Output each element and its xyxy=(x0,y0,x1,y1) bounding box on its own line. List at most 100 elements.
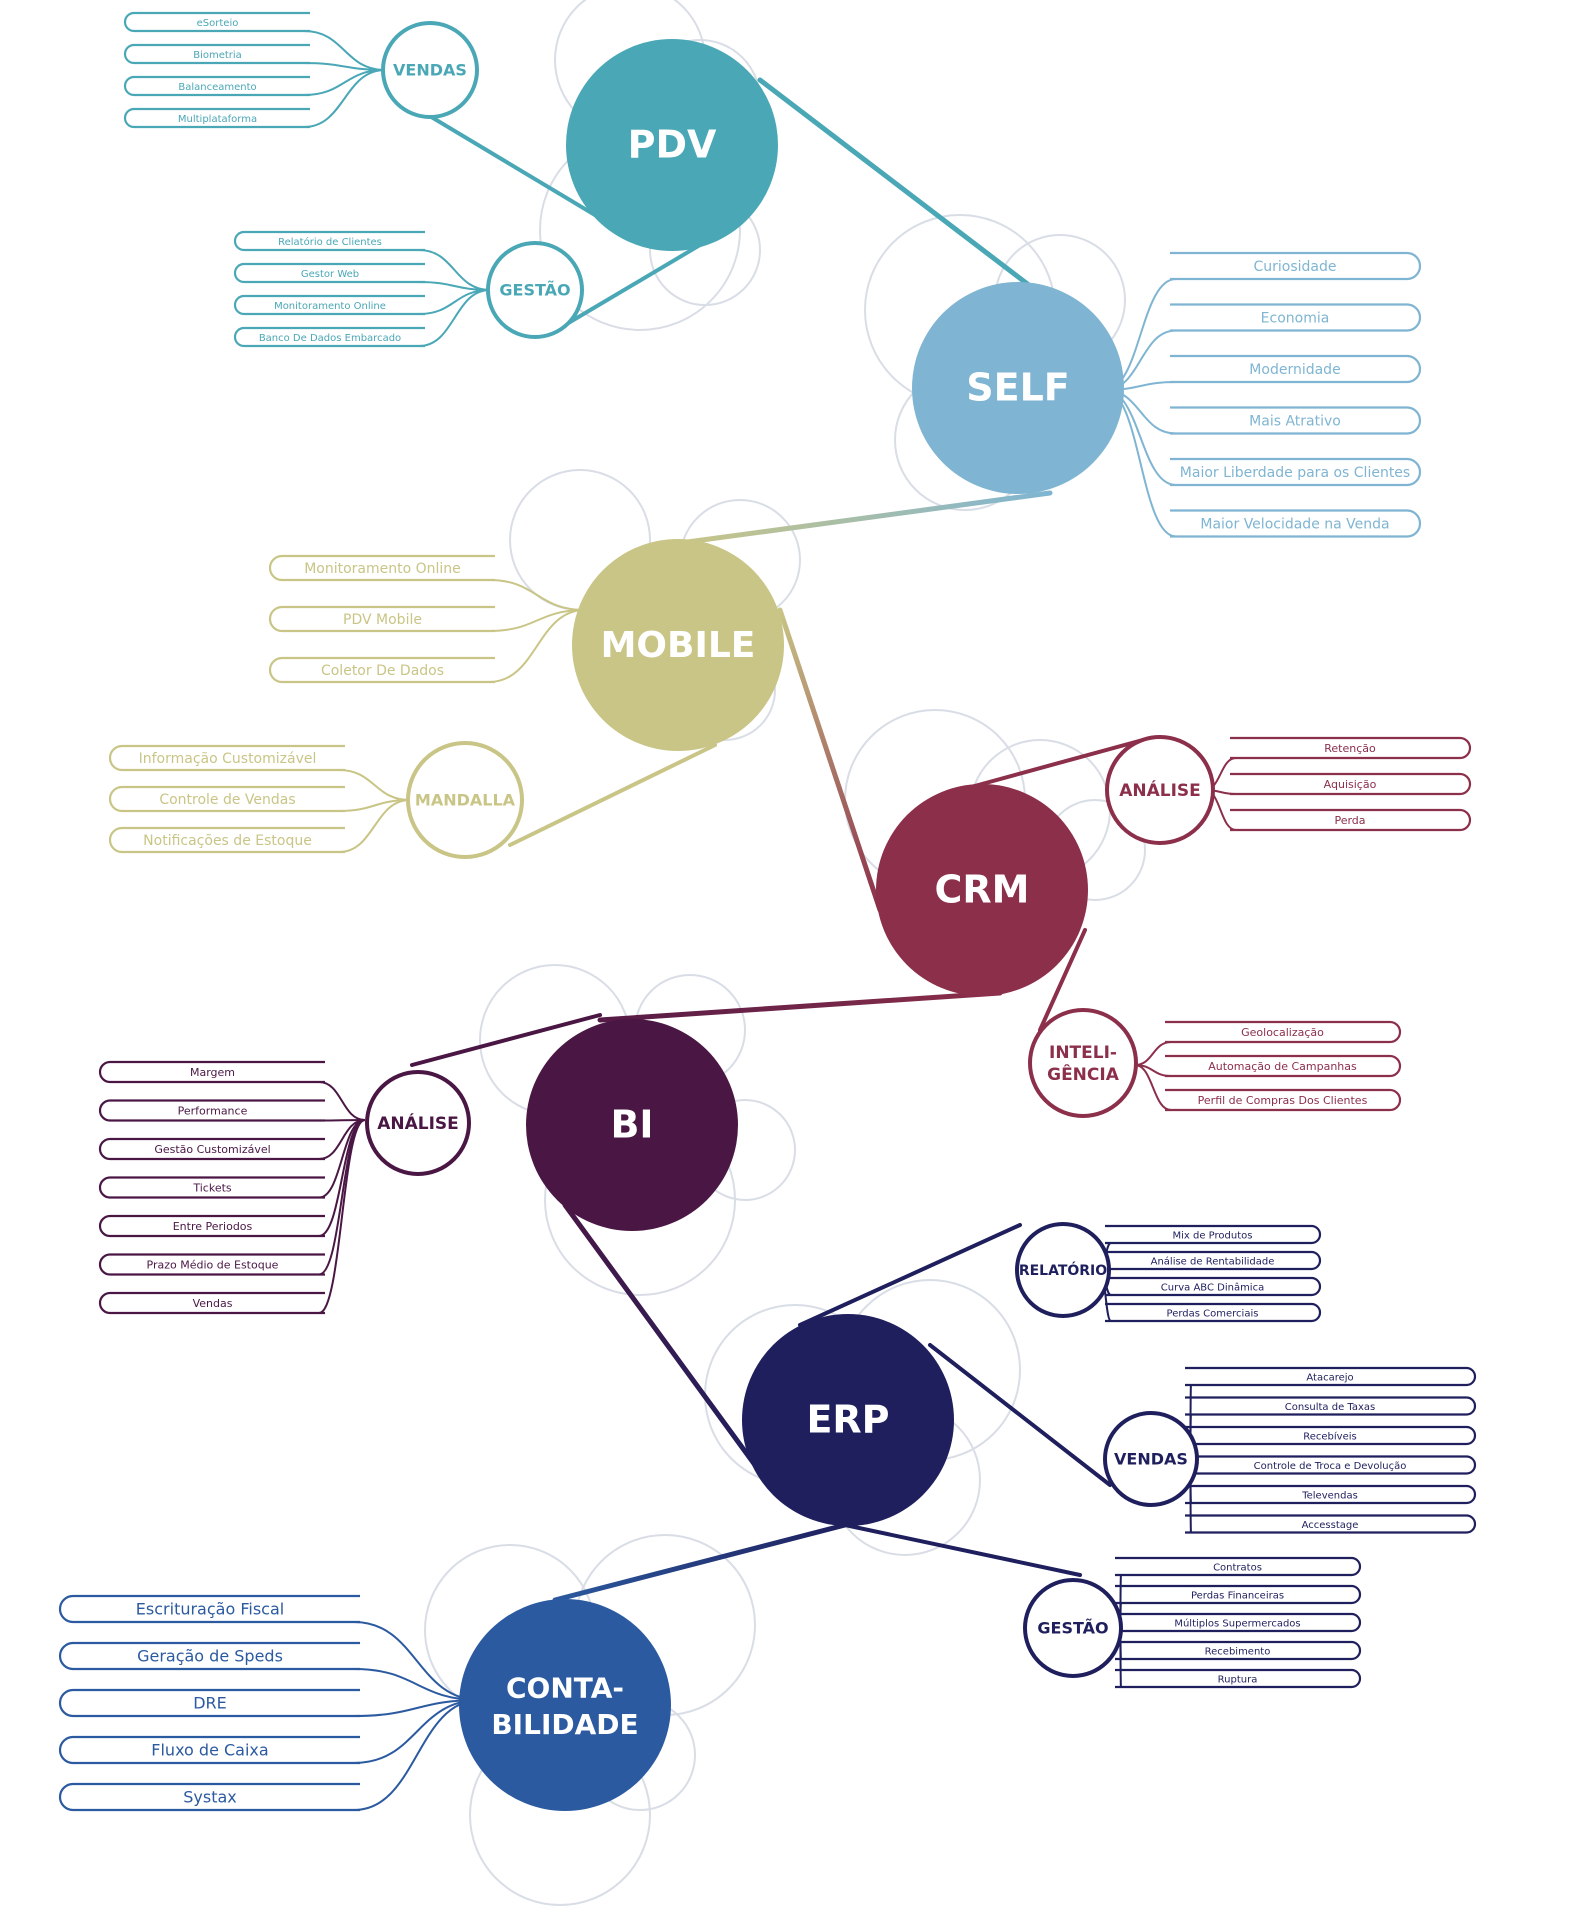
crm-analise-node-label: ANÁLISE xyxy=(1119,779,1201,801)
leaf-label: Fluxo de Caixa xyxy=(151,1741,268,1760)
self-node: SELF xyxy=(912,282,1124,494)
leaf-item: Monitoramento Online xyxy=(268,554,586,611)
leaf-label: Múltiplos Supermercados xyxy=(1174,1618,1300,1630)
leaf-pill xyxy=(58,1782,360,1812)
leaf-pill xyxy=(98,1176,325,1199)
leaf-label: Coletor De Dados xyxy=(321,663,444,679)
leaf-pill xyxy=(1170,354,1422,384)
leaf-pill xyxy=(1105,1276,1322,1297)
leaf-label: Mix de Produtos xyxy=(1173,1231,1253,1242)
leaf-item: Gestão Customizável xyxy=(98,1119,366,1161)
connector-pdv-self xyxy=(757,77,1058,308)
leaf-item: Multiplataforma xyxy=(123,69,386,129)
connector-erp-conta xyxy=(552,1522,848,1603)
leaf-label: Televendas xyxy=(1301,1491,1358,1502)
leaf-item: Biometria xyxy=(123,43,386,71)
leaf-label: Modernidade xyxy=(1249,362,1340,378)
leaf-item: Curva ABC Dinâmica xyxy=(1099,1269,1322,1297)
leaf-item: Performance xyxy=(98,1099,366,1122)
leaf-connector xyxy=(418,289,491,315)
leaf-label: Maior Velocidade na Venda xyxy=(1200,517,1389,533)
mobile-node: MOBILE xyxy=(572,539,784,751)
leaf-pill xyxy=(1105,1224,1322,1245)
leaf-pill xyxy=(1170,251,1422,281)
leaf-label: Recebimento xyxy=(1205,1647,1271,1658)
leaf-pill xyxy=(268,605,495,633)
bi-node: BI xyxy=(526,1019,738,1231)
leaf-connector xyxy=(1134,1064,1172,1111)
erp-gestao-node: GESTÃO xyxy=(1023,1578,1123,1678)
leaf-pill xyxy=(58,1641,360,1671)
connector-crm-analise xyxy=(958,736,1152,792)
leaf-label: Relatório de Clientes xyxy=(278,236,382,248)
leaf-label: Ruptura xyxy=(1218,1675,1258,1686)
leaf-label: Balanceamento xyxy=(178,82,256,93)
leaf-pill xyxy=(58,1688,360,1718)
leaf-pill xyxy=(1185,1425,1477,1446)
leaf-item: Mais Atrativo xyxy=(1104,389,1422,435)
leaf-item: Automação de Campanhas xyxy=(1134,1054,1402,1078)
connector-erp-vendas xyxy=(928,1343,1112,1487)
leaf-item: PDV Mobile xyxy=(268,605,586,633)
leaf-connector xyxy=(318,1119,366,1199)
erp-node-circle xyxy=(742,1314,954,1526)
leaf-item: eSorteio xyxy=(123,11,386,71)
leaf-label: Informação Customizável xyxy=(139,751,317,767)
leaf-connector xyxy=(488,609,586,683)
erp-relatorio-node-circle xyxy=(1015,1222,1111,1318)
contabilidade-node-label-line1: CONTA- xyxy=(506,1672,624,1705)
leaf-connector xyxy=(338,799,411,812)
leaf-pill xyxy=(123,107,310,129)
connector-mobile-crm xyxy=(777,607,883,913)
connector-erp-relatorio xyxy=(798,1223,1022,1327)
leaf-item: Modernidade xyxy=(1104,354,1422,391)
bi-analise-node-circle xyxy=(365,1070,471,1176)
leaf-pill xyxy=(233,230,425,252)
leaf-item: Vendas xyxy=(98,1119,366,1315)
leaf-pill xyxy=(1170,509,1422,538)
leaf-pill xyxy=(233,326,425,348)
crm-node-circle xyxy=(876,784,1088,996)
leaf-label: eSorteio xyxy=(197,18,239,29)
connector-erp-gestao xyxy=(843,1523,1082,1577)
leaf-pill xyxy=(1170,303,1422,332)
leaf-label: Banco De Dados Embarcado xyxy=(259,333,401,344)
leaf-label: Perfil de Compras Dos Clientes xyxy=(1198,1094,1368,1107)
crm-node-label: CRM xyxy=(935,868,1030,912)
leaf-label: Geração de Speds xyxy=(137,1647,283,1666)
pdv-vendas-node: VENDAS xyxy=(381,21,479,119)
mobile-mandalla-node-circle xyxy=(406,741,524,859)
leaf-pill xyxy=(123,11,310,33)
leaf-connector xyxy=(303,30,386,71)
leaf-pill xyxy=(1185,1366,1477,1387)
leaf-item: Relatório de Clientes xyxy=(233,230,491,291)
leaf-label: Economia xyxy=(1261,311,1330,327)
connector-bi-analise xyxy=(410,1013,602,1067)
leaf-item: Balanceamento xyxy=(123,69,386,97)
erp-gestao-node-circle xyxy=(1023,1578,1123,1678)
leaf-pill xyxy=(1115,1556,1362,1577)
bi-node-label: BI xyxy=(610,1103,653,1147)
erp-vendas-node-circle xyxy=(1103,1411,1199,1507)
leaf-connector xyxy=(418,249,491,291)
leaf-item: Controle de Vendas xyxy=(108,785,411,813)
pdv-vendas-node-circle xyxy=(381,21,479,119)
leaf-pill xyxy=(1115,1668,1362,1689)
leaf-connector xyxy=(303,69,386,128)
leaf-label: Automação de Campanhas xyxy=(1208,1060,1357,1073)
crm-analise-node: ANÁLISE xyxy=(1105,735,1215,845)
erp-gestao-node-label: GESTÃO xyxy=(1037,1619,1108,1638)
leaf-pill xyxy=(123,43,310,65)
leaf-label: DRE xyxy=(193,1694,227,1713)
leaf-connector xyxy=(318,1119,366,1314)
pdv-gestao-node-label: GESTÃO xyxy=(499,281,570,300)
leaf-item: Perfil de Compras Dos Clientes xyxy=(1134,1064,1402,1112)
leaf-label: Controle de Troca e Devolução xyxy=(1254,1461,1407,1472)
leaf-pill xyxy=(1170,406,1422,435)
leaf-item: DRE xyxy=(58,1688,481,1718)
leaf-pill xyxy=(123,75,310,97)
leaf-label: Escrituração Fiscal xyxy=(136,1600,284,1619)
leaf-pill xyxy=(1165,1020,1402,1044)
leaf-connector xyxy=(338,799,411,853)
